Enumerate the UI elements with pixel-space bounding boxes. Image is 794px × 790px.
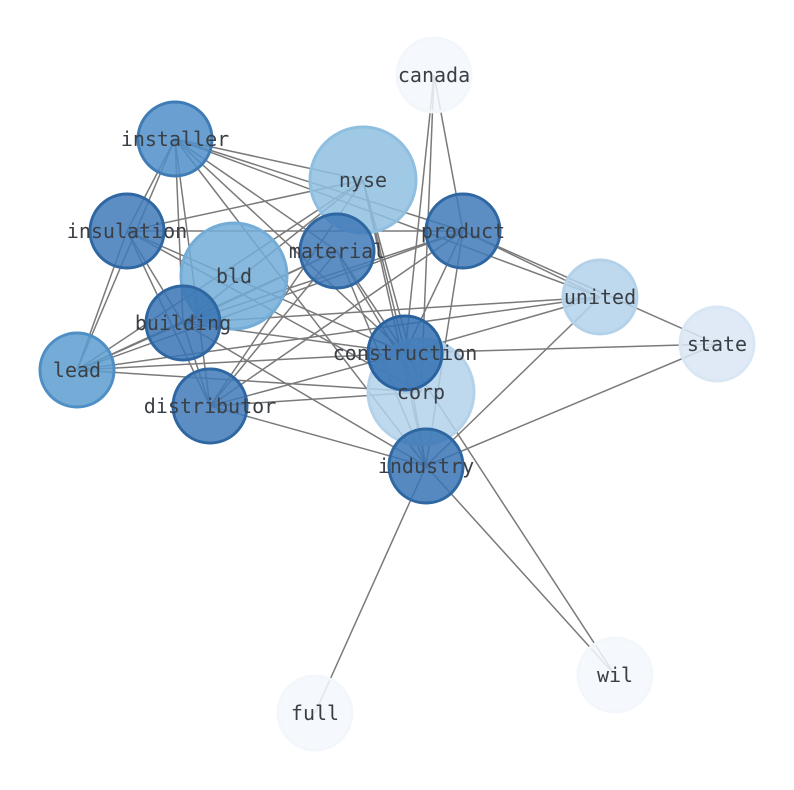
node-label-industry: industry	[378, 454, 474, 478]
node-industry[interactable]	[387, 427, 465, 505]
node-label-construction: construction	[333, 341, 478, 365]
edge-united-lead	[76, 296, 601, 371]
node-label-installer: installer	[121, 127, 229, 151]
node-full[interactable]	[276, 674, 354, 752]
node-united[interactable]	[561, 258, 639, 336]
edge-industry-full	[314, 465, 427, 714]
node-label-product: product	[421, 219, 505, 243]
node-product[interactable]	[424, 192, 502, 270]
node-lead[interactable]	[38, 331, 116, 409]
edge-united-industry	[425, 296, 601, 467]
edge-lead-construction	[76, 352, 406, 371]
edge-installer-construction	[174, 138, 406, 354]
node-label-united: united	[564, 285, 636, 309]
edge-building-industry	[182, 322, 427, 467]
labels-layer: canada nyse installer insulation product mate…	[53, 63, 747, 725]
nodes-layer	[38, 36, 756, 752]
node-label-nyse: nyse	[339, 168, 387, 192]
node-label-state: state	[687, 332, 747, 356]
node-label-distributor: distributor	[144, 394, 276, 418]
node-label-insulation: insulation	[67, 219, 187, 243]
edge-canada-construction	[404, 74, 435, 354]
node-label-building: building	[135, 311, 231, 335]
edge-lead-corp	[76, 369, 422, 393]
node-label-lead: lead	[53, 358, 101, 382]
node-wil[interactable]	[576, 636, 654, 714]
node-construction[interactable]	[366, 314, 444, 392]
node-installer[interactable]	[136, 100, 214, 178]
node-label-canada: canada	[398, 63, 470, 87]
node-state[interactable]	[678, 305, 756, 383]
node-label-wil: wil	[597, 663, 633, 687]
node-insulation[interactable]	[88, 192, 166, 270]
node-label-bld: bld	[216, 264, 252, 288]
edge-state-industry	[425, 343, 718, 467]
node-label-corp: corp	[397, 380, 445, 404]
node-label-material: material	[289, 239, 385, 263]
node-building[interactable]	[144, 284, 222, 362]
edge-product-distributor	[209, 230, 464, 407]
node-distributor[interactable]	[171, 367, 249, 445]
edge-industry-wil	[425, 465, 616, 676]
node-label-full: full	[291, 701, 339, 725]
node-canada[interactable]	[395, 36, 473, 114]
node-material[interactable]	[298, 212, 376, 290]
